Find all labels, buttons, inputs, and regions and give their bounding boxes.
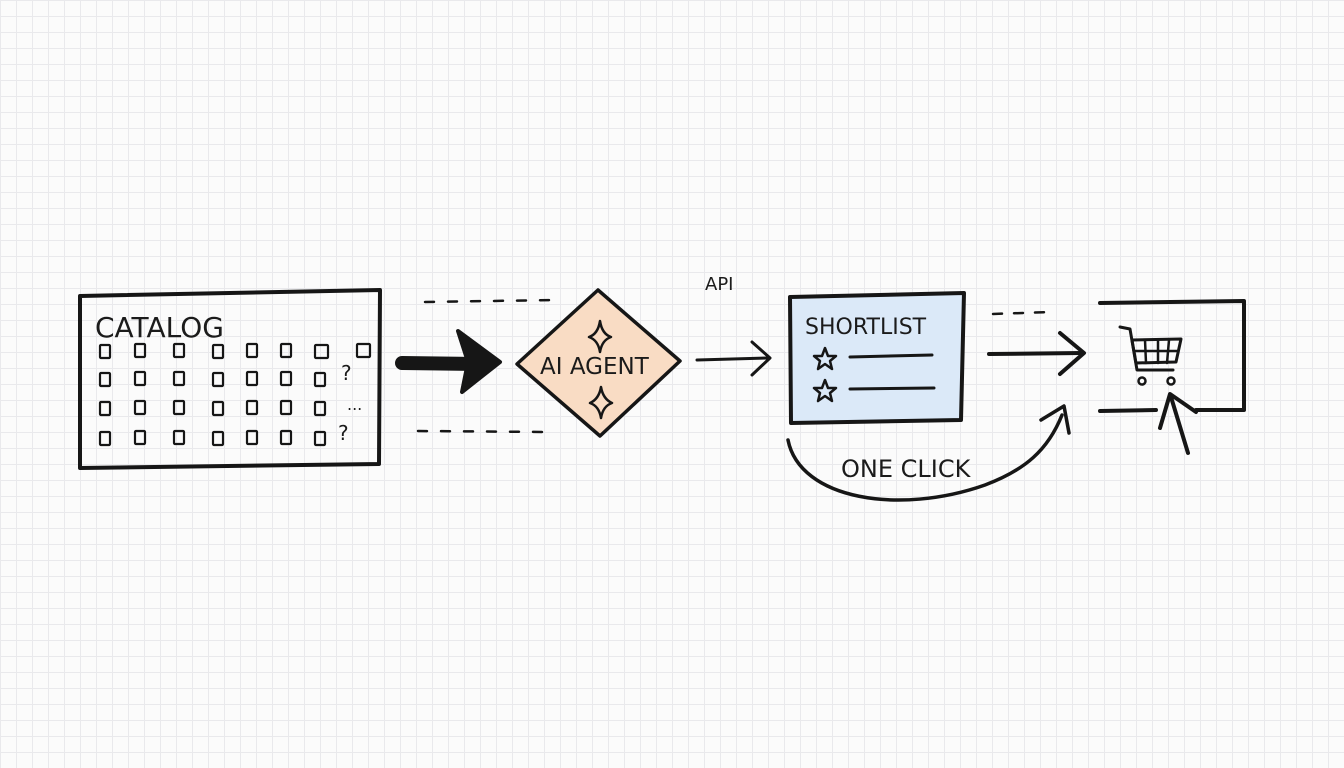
catalog-row-marker-3: ? (338, 421, 349, 445)
catalog-item-square (98, 343, 112, 360)
catalog-row-marker-1: ? (341, 361, 352, 385)
catalog-item-square (172, 429, 186, 446)
catalog-item-square (211, 343, 225, 360)
catalog-item-grid (98, 342, 372, 447)
thick-arrow-catalog-to-agent (395, 329, 502, 394)
catalog-item-square (133, 399, 147, 416)
catalog-item-square (133, 429, 147, 446)
one-click-curved-arrow (786, 404, 1071, 502)
cart-node (1098, 299, 1246, 455)
cart-box (1098, 299, 1246, 413)
catalog-item-square (313, 430, 327, 447)
catalog-item-square (313, 343, 330, 360)
shortlist-item-line (848, 353, 934, 359)
shortlist-item-line (848, 386, 936, 391)
catalog-item-square (172, 370, 186, 387)
agent-diamond (515, 288, 682, 438)
catalog-item-square (245, 342, 259, 359)
catalog-item-square (245, 429, 259, 446)
dashed-line-top-right (991, 310, 1052, 316)
catalog-item-square (98, 400, 112, 417)
api-label: API (705, 274, 733, 295)
catalog-item-square (172, 342, 186, 359)
catalog-item-square (245, 370, 259, 387)
catalog-row-marker-2: ... (347, 395, 362, 414)
catalog-item-square (211, 430, 225, 447)
sparkle-icon-lower (588, 385, 614, 420)
catalog-item-square (279, 342, 293, 359)
catalog-box (78, 288, 382, 470)
catalog-item-square (133, 370, 147, 387)
dashed-line-top-left (423, 298, 557, 304)
shopping-cart-icon (1118, 325, 1183, 386)
shortlist-label: SHORTLIST (805, 315, 927, 340)
catalog-item-square (133, 342, 147, 359)
ai-agent-node: AI AGENT (515, 288, 682, 438)
one-click-label: ONE CLICK (841, 455, 972, 483)
catalog-label: CATALOG (95, 311, 224, 344)
dashed-line-bottom-left (416, 429, 547, 434)
catalog-item-square (172, 399, 186, 416)
catalog-item-square (313, 371, 327, 388)
star-icon (812, 378, 838, 403)
catalog-item-square (98, 430, 112, 447)
arrow-agent-to-shortlist (695, 340, 772, 377)
catalog-item-square (279, 429, 293, 446)
catalog-node: CATALOG ? ... ? (78, 288, 382, 470)
shortlist-node: SHORTLIST (788, 291, 966, 425)
catalog-item-square (355, 342, 372, 359)
agent-label: AI AGENT (540, 354, 650, 380)
catalog-item-square (245, 399, 259, 416)
catalog-item-square (98, 371, 112, 388)
catalog-item-square (313, 400, 327, 417)
sparkle-icon (587, 319, 613, 354)
arrow-shortlist-to-cart (987, 331, 1086, 376)
cursor-arrow-icon (1158, 392, 1198, 455)
catalog-item-square (211, 400, 225, 417)
catalog-item-square (279, 399, 293, 416)
catalog-item-square (211, 371, 225, 388)
star-icon (812, 346, 838, 371)
catalog-item-square (279, 370, 293, 387)
